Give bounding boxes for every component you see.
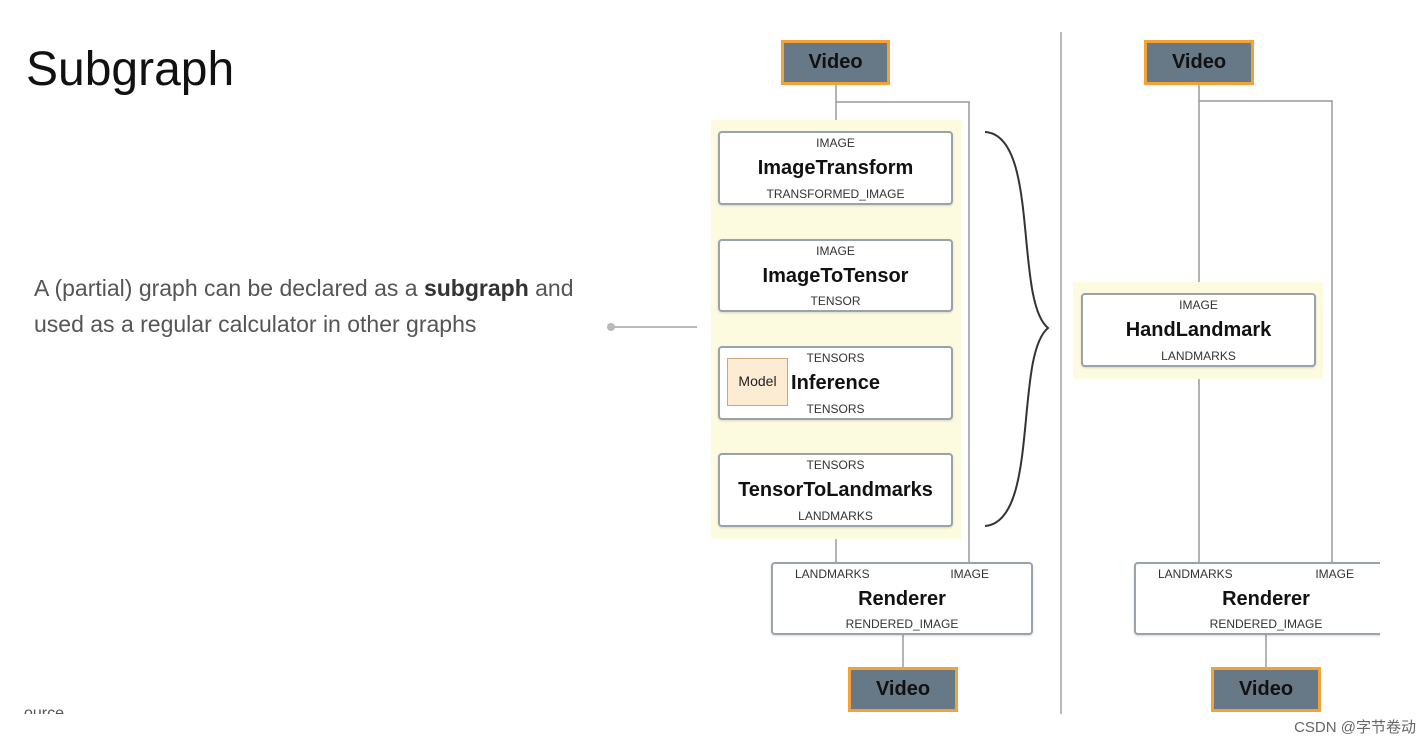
port-label: RENDERED_IMAGE [845,617,959,631]
callout-dot [607,323,615,331]
port-label: RENDERED_IMAGE [1209,617,1323,631]
video-input-box[interactable]: Video [1144,40,1254,85]
port-label: TENSORS [806,351,865,365]
node-name: ImageTransform [757,157,914,179]
port-label: LANDMARKS [795,567,870,581]
footer-partial-text: ource [24,705,65,714]
node-name: Renderer [858,588,946,610]
port-label: IMAGE [1179,298,1218,312]
node-renderer-right[interactable]: LANDMARKS IMAGE Renderer RENDERED_IMAGE [1134,562,1396,635]
node-name: Renderer [1222,588,1310,610]
node-image-transform[interactable]: IMAGE ImageTransform TRANSFORMED_IMAGE [718,131,953,205]
port-label: TRANSFORMED_IMAGE [766,187,905,201]
port-label: IMAGE [816,244,855,258]
node-name: HandLandmark [1125,319,1272,341]
port-label: LANDMARKS [1161,349,1236,363]
port-label: LANDMARKS [798,509,873,523]
node-name: ImageToTensor [762,265,909,287]
right-image-edge [1199,100,1333,563]
node-renderer-left[interactable]: LANDMARKS IMAGE Renderer RENDERED_IMAGE [771,562,1033,635]
slide-title: Subgraph [26,43,235,96]
desc-bold: subgraph [423,275,529,301]
left-image-edge [836,101,970,563]
desc-part1: A (partial) graph can be declared as a [34,275,424,301]
port-label: IMAGE [816,136,855,150]
video-input-box[interactable]: Video [781,40,890,85]
right-edge-mask [1380,555,1428,645]
port-label: LANDMARKS [1158,567,1233,581]
model-badge: Model [727,358,788,406]
video-output-box[interactable]: Video [848,667,958,712]
video-output-box[interactable]: Video [1211,667,1321,712]
slide-description: A (partial) graph can be declared as a s… [34,270,594,342]
port-label: IMAGE [950,567,989,581]
port-label: TENSORS [806,458,865,472]
node-tensor-to-landmarks[interactable]: TENSORS TensorToLandmarks LANDMARKS [718,453,953,527]
port-label: TENSORS [806,402,865,416]
port-label: TENSOR [810,294,861,308]
node-name: TensorToLandmarks [738,479,933,501]
node-image-to-tensor[interactable]: IMAGE ImageToTensor TENSOR [718,239,953,312]
curly-brace [984,131,1050,527]
port-label: IMAGE [1315,567,1354,581]
node-hand-landmark[interactable]: IMAGE HandLandmark LANDMARKS [1081,293,1316,367]
watermark: CSDN @字节卷动 [1294,719,1416,736]
node-name: Inference [791,372,880,394]
desc-part2: and used as a regular calculator in othe… [34,275,574,337]
